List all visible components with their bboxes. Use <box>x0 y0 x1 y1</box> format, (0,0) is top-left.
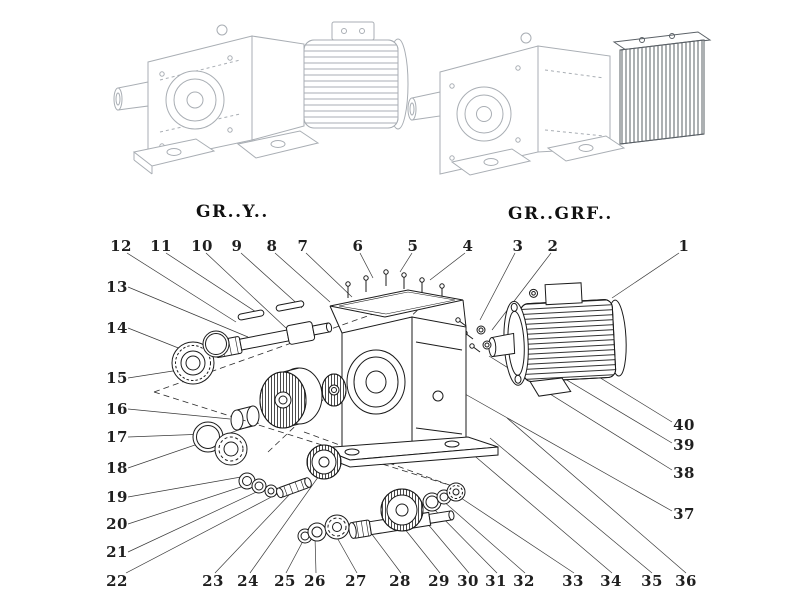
gearbox-assembled-right-icon <box>439 45 539 175</box>
callout-27: 27 <box>345 572 367 590</box>
callout-17: 17 <box>106 428 128 446</box>
housing-cover <box>329 269 464 318</box>
pinion-shaft <box>276 477 312 499</box>
callout-14: 14 <box>106 319 128 337</box>
brake-motor-block-icon <box>612 31 712 145</box>
output-shaft-right-icon <box>407 91 441 121</box>
callout-26: 26 <box>304 572 326 590</box>
callout-10: 10 <box>191 237 213 255</box>
model-label-gr-grf: GR..GRF.. <box>508 204 613 224</box>
callout-4: 4 <box>462 237 474 255</box>
model-label-gr-y: GR..Y.. <box>196 202 269 222</box>
motor-exploded <box>488 282 627 397</box>
callout-36: 36 <box>675 572 697 590</box>
callout-29: 29 <box>428 572 450 590</box>
large-gear <box>259 367 323 429</box>
callout-18: 18 <box>106 459 128 477</box>
callout-15: 15 <box>106 369 128 387</box>
callout-25: 25 <box>274 572 296 590</box>
callout-38: 38 <box>673 464 695 482</box>
washers <box>238 472 278 498</box>
gearbox-assembled-left-icon <box>147 24 253 163</box>
output-shaft-left-icon <box>113 81 149 111</box>
shaft-keys <box>237 300 305 321</box>
callout-2: 2 <box>547 237 559 255</box>
mounting-feet-right-icon <box>450 135 626 176</box>
callout-3: 3 <box>512 237 524 255</box>
callout-7: 7 <box>297 237 309 255</box>
callout-20: 20 <box>106 515 128 533</box>
oil-seal <box>171 341 215 385</box>
output-gear <box>380 488 424 532</box>
assembled-view-gr-y <box>113 21 409 175</box>
callout-37: 37 <box>673 505 695 523</box>
callout-9: 9 <box>231 237 243 255</box>
callout-13: 13 <box>106 278 128 296</box>
exploded-view <box>125 252 687 574</box>
mounting-feet-left-icon <box>132 130 320 175</box>
callout-23: 23 <box>202 572 224 590</box>
callout-11: 11 <box>150 237 172 255</box>
callout-19: 19 <box>106 488 128 506</box>
callout-28: 28 <box>389 572 411 590</box>
callout-35: 35 <box>641 572 663 590</box>
callout-34: 34 <box>600 572 622 590</box>
callout-5: 5 <box>407 237 419 255</box>
callout-33: 33 <box>562 572 584 590</box>
callout-32: 32 <box>513 572 535 590</box>
callout-21: 21 <box>106 543 128 561</box>
lower-washers <box>297 522 327 544</box>
callout-24: 24 <box>237 572 259 590</box>
intermediate-gear <box>306 444 342 480</box>
lower-rings-bearing <box>422 482 466 512</box>
input-shaft-exploded <box>212 321 333 359</box>
ball-bearing-2 <box>324 514 350 540</box>
callout-31: 31 <box>485 572 507 590</box>
callout-8: 8 <box>266 237 278 255</box>
housing-feet <box>319 436 499 468</box>
callout-30: 30 <box>457 572 479 590</box>
spacer-sleeve <box>230 405 260 431</box>
callout-39: 39 <box>673 436 695 454</box>
motor-fasteners <box>455 317 492 353</box>
callout-16: 16 <box>106 400 128 418</box>
gearbox-housing-exploded <box>319 269 499 468</box>
assembled-view-gr-grf <box>407 31 712 176</box>
callout-12: 12 <box>110 237 132 255</box>
callout-6: 6 <box>352 237 364 255</box>
callout-1: 1 <box>678 237 690 255</box>
motor-assembled-left-icon <box>303 21 409 130</box>
retaining-ring <box>202 330 230 358</box>
small-gear <box>321 373 347 407</box>
ball-bearing-1 <box>214 432 248 466</box>
callout-22: 22 <box>106 572 128 590</box>
callout-40: 40 <box>673 416 695 434</box>
